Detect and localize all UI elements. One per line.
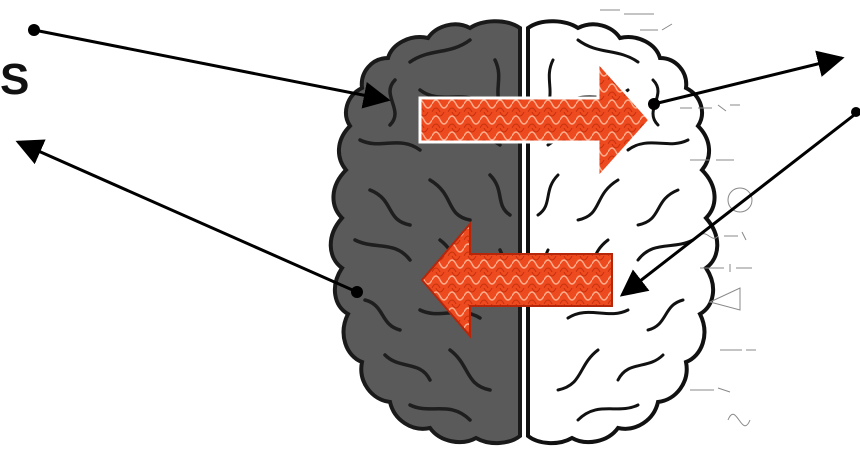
dot-right-hemisphere <box>648 98 660 110</box>
connector-top-left <box>34 30 388 100</box>
left-hemisphere <box>331 21 520 443</box>
dot-left-hemisphere-lower <box>351 286 363 298</box>
dot-top-left <box>28 24 40 36</box>
right-hemisphere <box>528 10 756 443</box>
connector-mid-left <box>18 142 357 292</box>
cropped-label-text: S <box>0 58 29 102</box>
